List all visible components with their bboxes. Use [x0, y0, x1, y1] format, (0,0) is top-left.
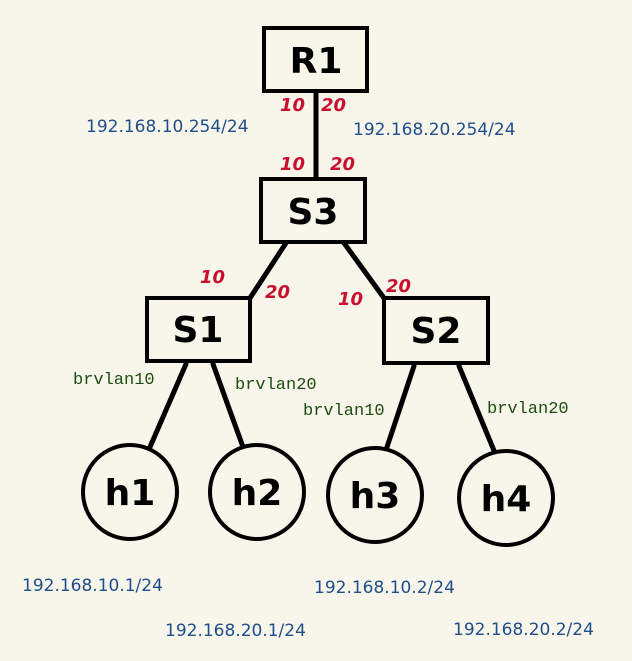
link-s1-h2 [210, 361, 246, 450]
router-r1-label: R1 [290, 41, 343, 82]
host-h4-label: h4 [481, 479, 532, 520]
ip-label-h4: 192.168.20.2/24 [453, 620, 594, 640]
link-s1-h1 [147, 361, 189, 450]
ip-labels: 192.168.10.254/24 192.168.20.254/24 192.… [22, 117, 594, 641]
port-label-s2-10: 10 [338, 289, 363, 310]
host-h1-label: h1 [105, 473, 156, 514]
bridge-label-s1-h2: brvlan20 [235, 376, 317, 395]
host-h1: h1 [81, 443, 179, 541]
router-r1-box [262, 26, 369, 93]
host-h3: h3 [326, 446, 424, 544]
host-h4: h4 [457, 449, 555, 547]
port-label-s3-top-20: 20 [330, 154, 355, 175]
port-labels: 10 20 10 20 10 20 10 20 [200, 95, 411, 310]
switch-s3-label: S3 [288, 192, 339, 233]
switch-s3: S3 [259, 177, 367, 244]
bridge-labels: brvlan10 brvlan20 brvlan10 brvlan20 [73, 371, 569, 421]
switch-s2-box [382, 296, 490, 365]
ip-label-r1-vlan20: 192.168.20.254/24 [353, 120, 516, 140]
switch-s1: S1 [145, 296, 252, 363]
link-s2-h3 [383, 363, 417, 453]
switch-s1-label: S1 [173, 310, 224, 351]
host-h1-circle [81, 443, 179, 541]
links [147, 88, 498, 456]
link-s3-s2 [341, 240, 387, 301]
bridge-label-s2-h4: brvlan20 [487, 400, 569, 419]
port-label-r1-20: 20 [321, 95, 346, 116]
ip-label-r1-vlan10: 192.168.10.254/24 [86, 117, 249, 137]
switch-s2: S2 [382, 296, 490, 365]
port-label-s3-left-10: 10 [200, 267, 225, 288]
switch-s3-box [259, 177, 367, 244]
ip-label-h3: 192.168.10.2/24 [314, 578, 455, 598]
link-s2-h4 [456, 363, 498, 456]
port-label-s3-right-20: 20 [386, 276, 411, 297]
port-label-s3-top-10: 10 [280, 154, 305, 175]
host-h3-label: h3 [350, 476, 401, 517]
switch-s2-label: S2 [411, 311, 462, 352]
ip-label-h2: 192.168.20.1/24 [165, 621, 306, 641]
port-label-s1-20: 20 [265, 282, 290, 303]
bridge-label-s2-h3: brvlan10 [303, 402, 385, 421]
switch-s1-box [145, 296, 252, 363]
ip-label-h1: 192.168.10.1/24 [22, 576, 163, 596]
host-h4-circle [457, 449, 555, 547]
bridge-label-s1-h1: brvlan10 [73, 371, 155, 390]
link-s3-s1 [247, 240, 289, 301]
port-label-r1-10: 10 [280, 95, 305, 116]
host-h2-circle [208, 443, 306, 541]
router-r1: R1 [262, 26, 369, 93]
host-h2: h2 [208, 443, 306, 541]
host-h3-circle [326, 446, 424, 544]
host-h2-label: h2 [232, 473, 283, 514]
